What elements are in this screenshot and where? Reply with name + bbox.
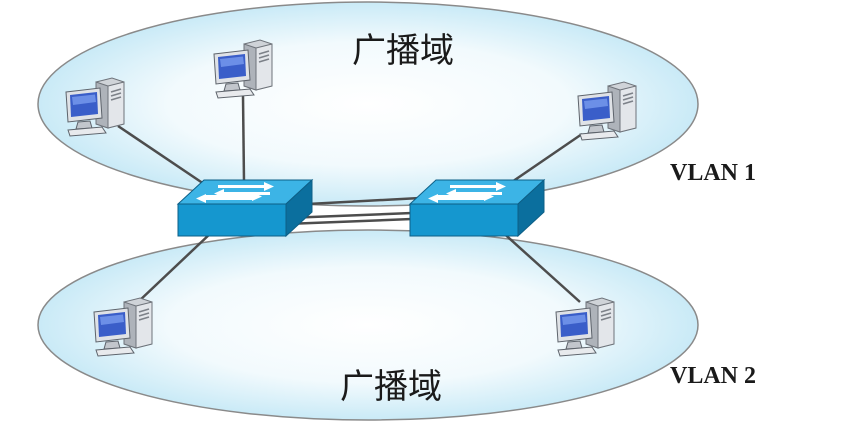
vlan2-label: VLAN 2	[670, 363, 756, 389]
trunk-link-lower	[285, 217, 413, 226]
broadcast-domain-label-top: 广播域	[352, 31, 454, 71]
broadcast-domain-vlan2-ellipse	[37, 229, 699, 421]
vlan1-label: VLAN 1	[670, 160, 756, 186]
cable-switch1-pc-top-left	[117, 124, 211, 190]
cable-switch2-pc-top-right	[505, 132, 583, 188]
cable-switch1-pc-top-middle	[241, 95, 246, 183]
network-cables	[117, 95, 583, 303]
broadcast-domain-vlan1-ellipse	[37, 1, 699, 207]
trunk-link-upper	[307, 196, 421, 206]
network-switch-icon	[177, 179, 313, 237]
network-switch-icon	[409, 179, 545, 237]
cable-switch1-pc-bottom-left	[137, 231, 213, 303]
broadcast-domain-label-bottom: 广播域	[340, 367, 442, 407]
cable-switch2-pc-bottom-right	[499, 229, 581, 303]
